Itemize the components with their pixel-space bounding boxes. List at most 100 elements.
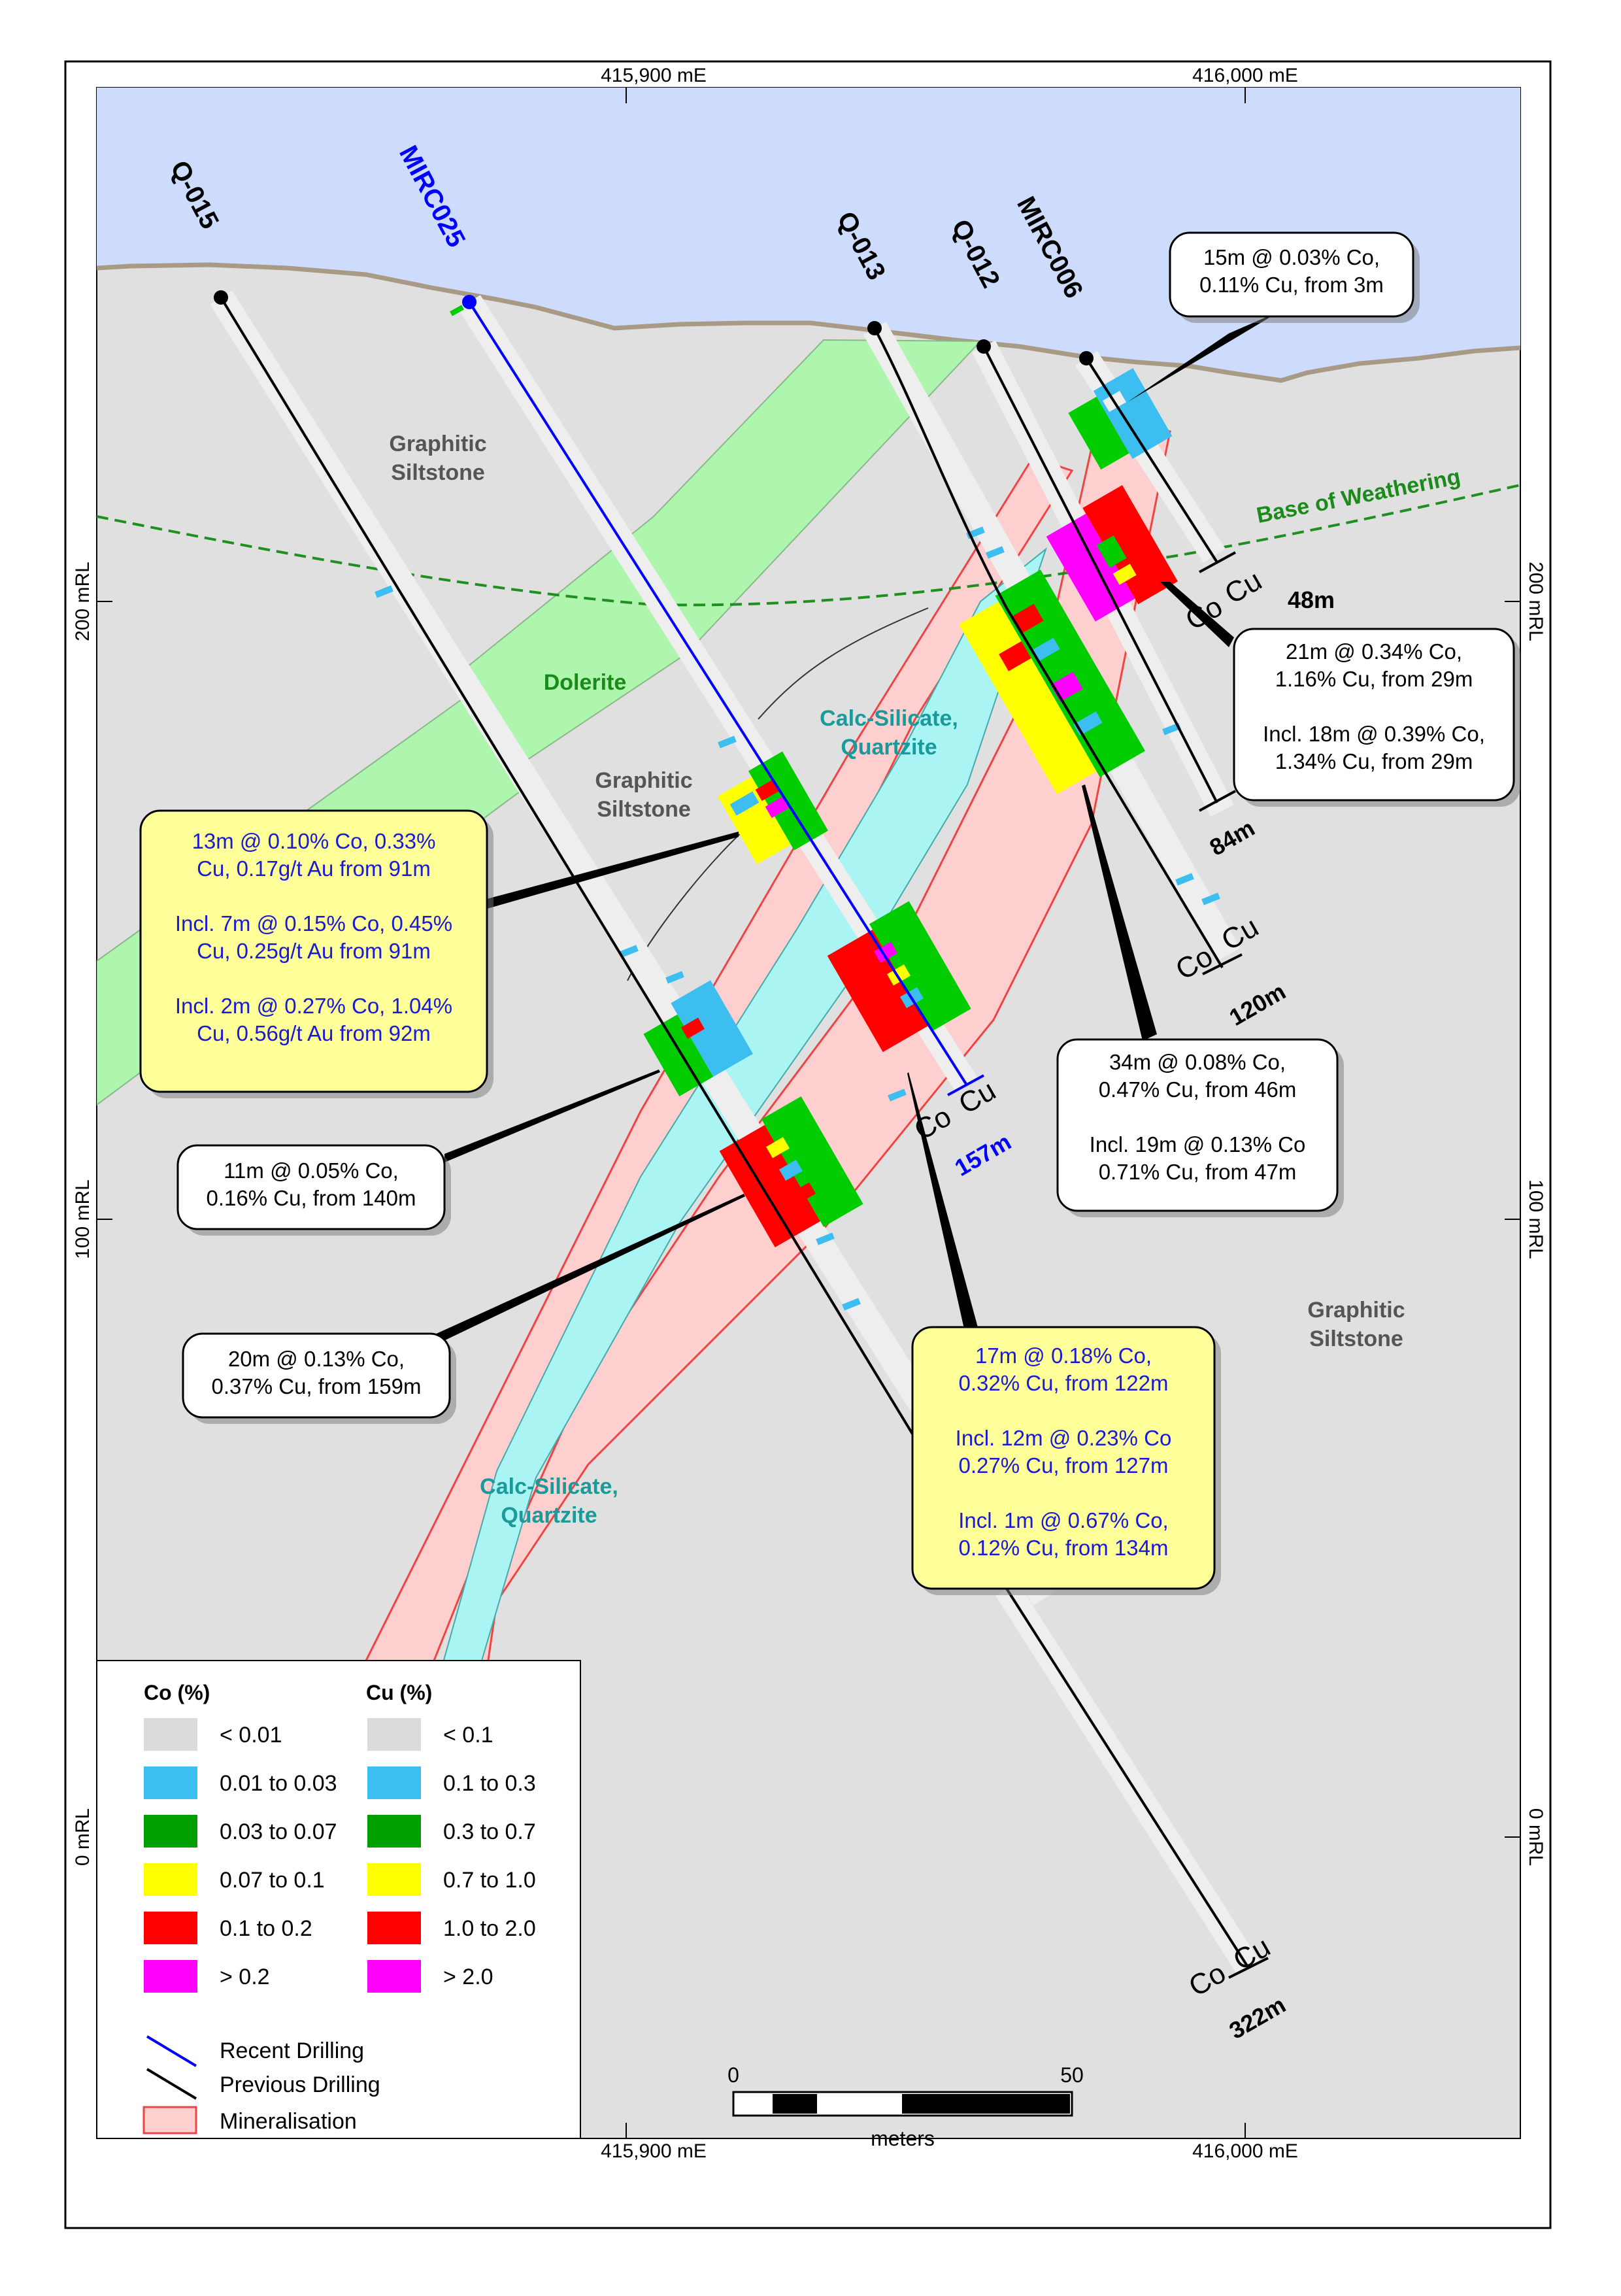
eoh-tick-120m <box>1202 953 1243 975</box>
easting-label-bottom-2: 416,000 mE <box>1192 2140 1298 2162</box>
legend-mineralisation-swatch <box>142 2106 197 2135</box>
svg-text:Graphitic: Graphitic <box>1307 1298 1405 1323</box>
geology-label-graphitic-2: Graphitic Siltstone <box>595 768 692 822</box>
svg-text:Quartzite: Quartzite <box>841 735 937 760</box>
leader-c1 <box>1128 311 1281 402</box>
leader-c2 <box>1160 582 1234 647</box>
scale-end: 50 <box>1060 2063 1084 2087</box>
mineralisation-zone-east <box>365 417 1171 2138</box>
callout-line: 0.47% Cu, from 46m <box>1099 1077 1297 1102</box>
eoh-tick-48m <box>1199 551 1236 573</box>
callout-c6: 20m @ 0.13% Co,0.37% Cu, from 159m <box>182 1332 456 1424</box>
legend-co-swatch <box>144 1912 197 1944</box>
callout-line: Incl. 7m @ 0.15% Co, 0.45% <box>175 911 452 936</box>
collar-q012 <box>977 339 991 354</box>
legend-co-title: Co (%) <box>144 1681 210 1704</box>
leader-c6 <box>425 1194 745 1347</box>
legend-cu-range: 1.0 to 2.0 <box>443 1916 536 1941</box>
callout-line: 0.27% Cu, from 127m <box>959 1453 1169 1477</box>
callout-line: 20m @ 0.13% Co, <box>228 1347 405 1371</box>
easting-label-top-1: 415,900 mE <box>601 65 707 86</box>
legend-previous-swatch <box>146 2068 197 2100</box>
legend-cu-swatch <box>367 1718 421 1751</box>
legend-cu-range: > 2.0 <box>443 1965 493 1989</box>
leader-c4 <box>1082 785 1157 1041</box>
svg-text:Siltstone: Siltstone <box>391 460 485 485</box>
legend-cu-range: 0.7 to 1.0 <box>443 1868 536 1893</box>
easting-label-top-2: 416,000 mE <box>1192 65 1298 86</box>
legend-cu-title: Cu (%) <box>366 1681 432 1704</box>
leader-c7 <box>907 1072 980 1343</box>
legend-cu-swatch <box>367 1960 421 1993</box>
callout-line: 34m @ 0.08% Co, <box>1109 1050 1286 1074</box>
callout-line: Incl. 12m @ 0.23% Co <box>956 1426 1172 1450</box>
eoh-tick-157m <box>947 1074 984 1096</box>
geology-label-dolerite: Dolerite <box>544 670 627 695</box>
collar-mirc025 <box>462 295 476 309</box>
legend-mineralisation-label: Mineralisation <box>220 2109 357 2134</box>
callout-line: Incl. 18m @ 0.39% Co, <box>1263 722 1485 746</box>
geology-label-graphitic-3: Graphitic Siltstone <box>1307 1298 1405 1351</box>
callout-line: 0.71% Cu, from 47m <box>1099 1160 1297 1184</box>
legend-co-swatch <box>144 1718 197 1751</box>
base-of-weathering-line <box>97 484 1520 607</box>
callout-line: 1.16% Cu, from 29m <box>1275 667 1473 691</box>
rl-label-right-0: 0 mRL <box>1525 1808 1546 1866</box>
callout-c7: 17m @ 0.18% Co, 0.32% Cu, from 122mIncl. … <box>911 1326 1221 1595</box>
legend-recent-swatch <box>146 2035 197 2067</box>
callout-line: 11m @ 0.05% Co, <box>224 1158 399 1183</box>
calc-silicate-contact <box>758 607 929 720</box>
legend-co-range: 0.03 to 0.07 <box>220 1819 337 1844</box>
svg-text:Graphitic: Graphitic <box>595 768 692 793</box>
leader-c5 <box>444 1070 660 1162</box>
callout-line: 21m @ 0.34% Co, <box>1286 639 1462 664</box>
sky-area <box>97 88 1520 380</box>
drill-trace-q013-upper <box>873 328 1224 969</box>
drill-trace-mirc006 <box>1085 357 1218 564</box>
assay-cluster-mirc025-lower <box>827 901 971 1053</box>
eoh-tick-322m <box>1228 1957 1269 1979</box>
collar-mirc006 <box>1079 351 1094 365</box>
callout-c1: 15m @ 0.03% Co,0.11% Cu, from 3m <box>1169 231 1420 323</box>
drill-trace-q012 <box>982 346 1218 803</box>
svg-text:Graphitic: Graphitic <box>389 431 486 456</box>
eoh-tick-84m <box>1199 790 1236 812</box>
legend-co-swatch <box>144 1863 197 1896</box>
svg-text:Siltstone: Siltstone <box>1309 1326 1403 1351</box>
leader-c3 <box>487 832 739 909</box>
legend-co-swatch <box>144 1815 197 1848</box>
svg-text:Quartzite: Quartzite <box>501 1503 597 1528</box>
legend-recent-label: Recent Drilling <box>220 2038 364 2063</box>
geology-label-graphitic-1: Graphitic Siltstone <box>389 431 486 485</box>
drill-trace-q013 <box>1005 1587 1250 1969</box>
legend-co-swatch <box>144 1960 197 1993</box>
drill-trace-mirc025 <box>468 301 967 1085</box>
rl-label-left-100: 100 mRL <box>72 1179 93 1259</box>
legend-cu-swatch <box>367 1863 421 1896</box>
legend-co-swatch <box>144 1766 197 1799</box>
svg-text:Siltstone: Siltstone <box>597 797 691 822</box>
legend-co-range: < 0.01 <box>220 1723 282 1747</box>
collar-q015 <box>214 290 228 305</box>
geology-label-calc-1: Calc-Silicate, Quartzite <box>820 706 958 760</box>
callout-line: 17m @ 0.18% Co, <box>975 1343 1152 1368</box>
callout-line: 0.12% Cu, from 134m <box>959 1536 1169 1560</box>
scale-bar: 0 50 meters <box>727 2063 1084 2150</box>
legend-co-range: > 0.2 <box>220 1965 270 1989</box>
callout-line: Incl. 19m @ 0.13% Co <box>1090 1132 1306 1156</box>
legend-cu-swatch <box>367 1766 421 1799</box>
legend-cu-swatch <box>367 1815 421 1848</box>
callout-line: 0.32% Cu, from 122m <box>959 1371 1169 1395</box>
legend-cu-swatch <box>367 1912 421 1944</box>
legend-co-range: 0.01 to 0.03 <box>220 1771 337 1796</box>
svg-text:Calc-Silicate,: Calc-Silicate, <box>480 1474 618 1499</box>
callout-line: 0.16% Cu, from 140m <box>207 1186 416 1210</box>
callout-line: Incl. 2m @ 0.27% Co, 1.04% <box>175 994 452 1018</box>
collar-q013 <box>867 321 882 335</box>
rl-label-left-200: 200 mRL <box>72 562 93 641</box>
